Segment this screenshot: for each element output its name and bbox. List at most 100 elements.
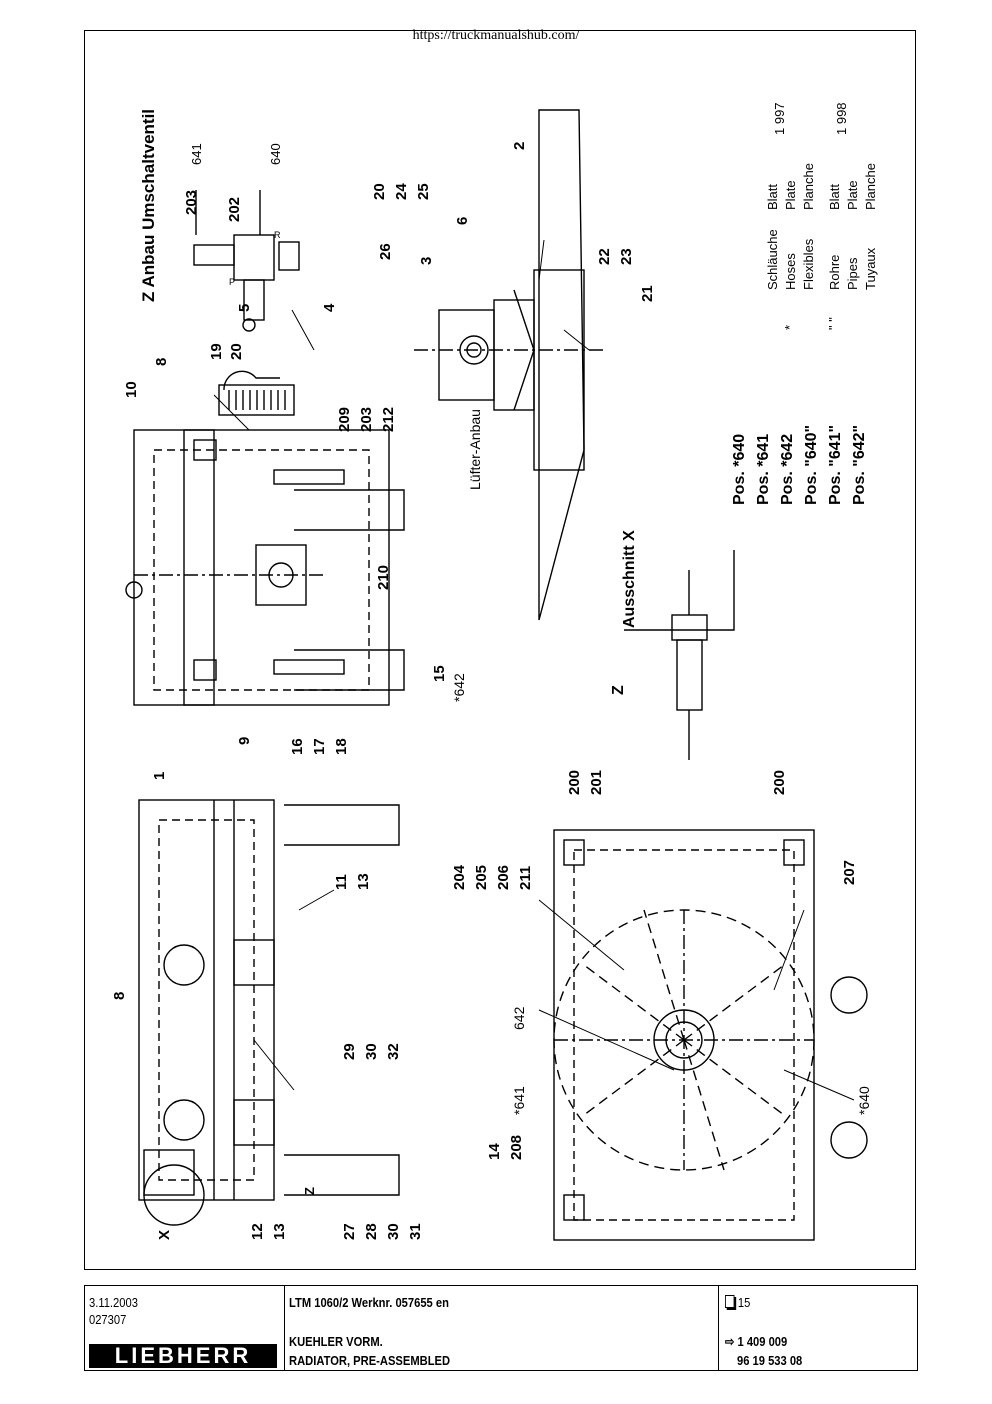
pos-row-2: Pos. *641 [755,434,772,505]
callout-641: 641 [189,143,204,165]
source-url[interactable]: https://truckmanualshub.com/ [412,28,580,43]
callout-detail-z: Z [610,685,627,695]
pos-table-legend: * " " Schläuche Hoses Flexibles Blatt Pl… [765,102,878,330]
callout-upper-19: 19 [208,343,225,360]
callout-lr-642: 642 [511,1006,527,1030]
legend-de-2: Rohre [827,255,842,290]
sheet-icon [725,1295,735,1308]
callout-ll-8: 8 [111,992,128,1000]
callout-203: 203 [183,190,200,215]
callout-202: 202 [226,197,243,222]
callout-upper-star642: *642 [451,673,467,702]
callout-lr-207: 207 [841,860,858,885]
callout-lr-206: 206 [495,865,512,890]
legend-word-2: Blatt [827,184,842,210]
callout-lr-211: 211 [517,866,534,890]
callout-fan-21: 21 [639,285,656,302]
pos-row-3: Pos. *642 [779,434,796,505]
fan-assembly-view [414,109,604,621]
callout-fan-20: 20 [371,183,388,200]
doc-code: 027307 [89,1312,127,1327]
detail-x-view [624,550,735,760]
legend-mark-quote: " " [826,317,841,330]
doc-title-de: KUEHLER VORM. [289,1334,383,1349]
pos-row-5: Pos. "641" [827,425,844,505]
callout-ll-1: 1 [151,772,168,780]
callout-fan-6: 6 [454,217,471,225]
callout-ll-31: 31 [407,1223,424,1240]
callout-upper-210: 210 [375,565,392,590]
port-r: R [274,230,281,240]
callout-upper-9: 9 [236,737,253,745]
callout-upper-15: 15 [431,665,448,682]
callout-640: 640 [268,143,283,165]
legend-planche-1: Planche [801,163,816,210]
doc-model: LTM 1060/2 Werknr. 057655 en [289,1295,449,1310]
legend-plate-2: Plate [845,180,860,210]
callout-fan-23: 23 [618,248,635,265]
callout-ll-32: 32 [385,1043,402,1060]
legend-mark-star: * [782,325,797,330]
callout-fan-24: 24 [393,183,410,200]
callout-lr-star640: *640 [856,1086,872,1115]
callout-fan-2: 2 [511,142,528,150]
title-block-left: 3.11.2003 027307 LIEBHERR [85,1286,285,1370]
title-block: 3.11.2003 027307 LIEBHERR LTM 1060/2 Wer… [84,1285,918,1371]
ref-1: ⇨ 1 409 009 [725,1334,788,1349]
ref-2: 96 19 533 08 [737,1353,803,1368]
callout-ll-11: 11 [333,874,350,890]
pos-row-1: Pos. *640 [731,434,748,505]
upper-assembly-view [125,370,405,706]
liebherr-logo: LIEBHERR [89,1344,277,1368]
lower-right-view [553,829,868,1241]
technical-drawing: Z Anbau Umschaltventil Ausschnitt X Lüft… [111,102,878,1241]
callout-ll-30: 30 [363,1043,380,1060]
pos-table: Pos. *640 Pos. *641 Pos. *642 Pos. "640"… [731,425,868,505]
callout-upper-212: 212 [380,407,397,432]
legend-en-1: Hoses [783,253,798,290]
legend-plate-1: Plate [783,180,798,210]
doc-title-en: RADIATOR, PRE-ASSEMBLED [289,1353,451,1368]
callout-ll-x: X [156,1230,173,1240]
callout-lr-star641: *641 [511,1086,527,1115]
legend-de-1: Schläuche [765,229,780,290]
callout-5: 5 [236,304,253,312]
title-ausschnitt-x: Ausschnitt X [621,530,638,628]
callout-lr-208: 208 [508,1135,525,1160]
doc-date: 3.11.2003 [89,1295,138,1310]
valve-view [193,190,300,332]
callout-upper-10: 10 [123,381,140,398]
page-number: 15 [725,1295,750,1310]
legend-en-2: Pipes [845,257,860,290]
callout-lr-200b: 200 [771,770,788,795]
callout-fan-25: 25 [415,183,432,200]
callout-upper-16: 16 [289,738,306,755]
port-p: P [229,277,235,287]
callout-fan-26: 26 [377,243,394,260]
legend-fr-2: Tuyaux [863,247,878,290]
callout-upper-20: 20 [228,343,245,360]
callout-fan-3: 3 [418,257,435,265]
title-block-right: 15 ⇨ 1 409 009 96 19 533 08 [719,1286,917,1370]
pos-row-4: Pos. "640" [803,425,820,505]
legend-planche-2: Planche [863,163,878,210]
title-z-anbau: Z Anbau Umschaltventil [139,109,158,302]
callout-ll-27: 27 [341,1223,358,1240]
legend-sheet-1: 1 997 [772,102,787,135]
callout-upper-209: 209 [336,407,353,432]
pos-row-6: Pos. "642" [851,425,868,505]
title-block-middle: LTM 1060/2 Werknr. 057655 en KUEHLER VOR… [285,1286,719,1370]
lower-left-view [138,799,400,1226]
callout-ll-29: 29 [341,1043,358,1060]
callout-4: 4 [321,303,338,312]
legend-word-1: Blatt [765,184,780,210]
callout-ll-z: Z [302,1187,317,1195]
title-luefter: Lüfter-Anbau [467,409,483,490]
callout-lr-201: 201 [588,770,605,795]
arrow-right-icon: ⇨ [725,1334,735,1349]
legend-sheet-2: 1 998 [834,102,849,135]
callout-upper-203: 203 [358,407,375,432]
callout-ll-12: 12 [249,1223,266,1240]
callout-lr-14: 14 [486,1143,503,1160]
callout-upper-18: 18 [333,738,350,755]
